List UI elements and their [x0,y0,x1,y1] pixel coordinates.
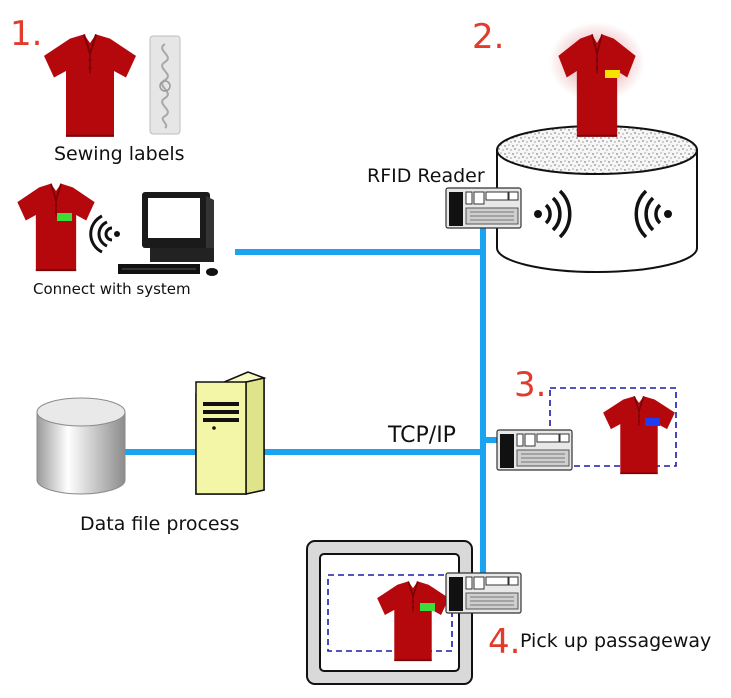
server-icon [195,371,267,495]
step-number-4: 4. [488,622,520,662]
rfid-reader-icon [445,187,522,229]
step-number-3: 3. [514,365,546,405]
tag-yellow-icon [605,70,620,78]
sewing-labels-label: Sewing labels [54,143,185,165]
rfid-reader-label: RFID Reader [367,165,485,187]
polo-shirt-icon [16,182,96,272]
rfid-reader-icon [445,572,522,614]
pick-up-passageway-label: Pick up passageway [520,630,711,652]
step-number-1: 1. [10,14,42,54]
antenna-platform [496,125,698,273]
glowing-shirt [549,22,645,137]
step-number-2: 2. [472,17,504,57]
polo-shirt-icon [602,395,676,475]
rfid-reader-icon [496,429,573,471]
database-icon [36,397,126,495]
tag-green-icon [57,213,72,221]
wireless-signal-icon [534,189,572,239]
tag-green-icon [420,603,435,611]
sewing-label-icon [149,35,181,135]
connect-with-system-label: Connect with system [33,280,191,298]
computer-icon [118,192,218,276]
polo-shirt-icon [42,33,138,137]
data-file-process-label: Data file process [80,513,239,535]
wireless-signal-icon [89,214,120,254]
detection-zone [549,387,677,467]
tcpip-label: TCP/IP [387,423,456,448]
network-lines [125,226,500,580]
tag-blue-icon [645,418,660,426]
wireless-signal-icon [634,189,672,239]
